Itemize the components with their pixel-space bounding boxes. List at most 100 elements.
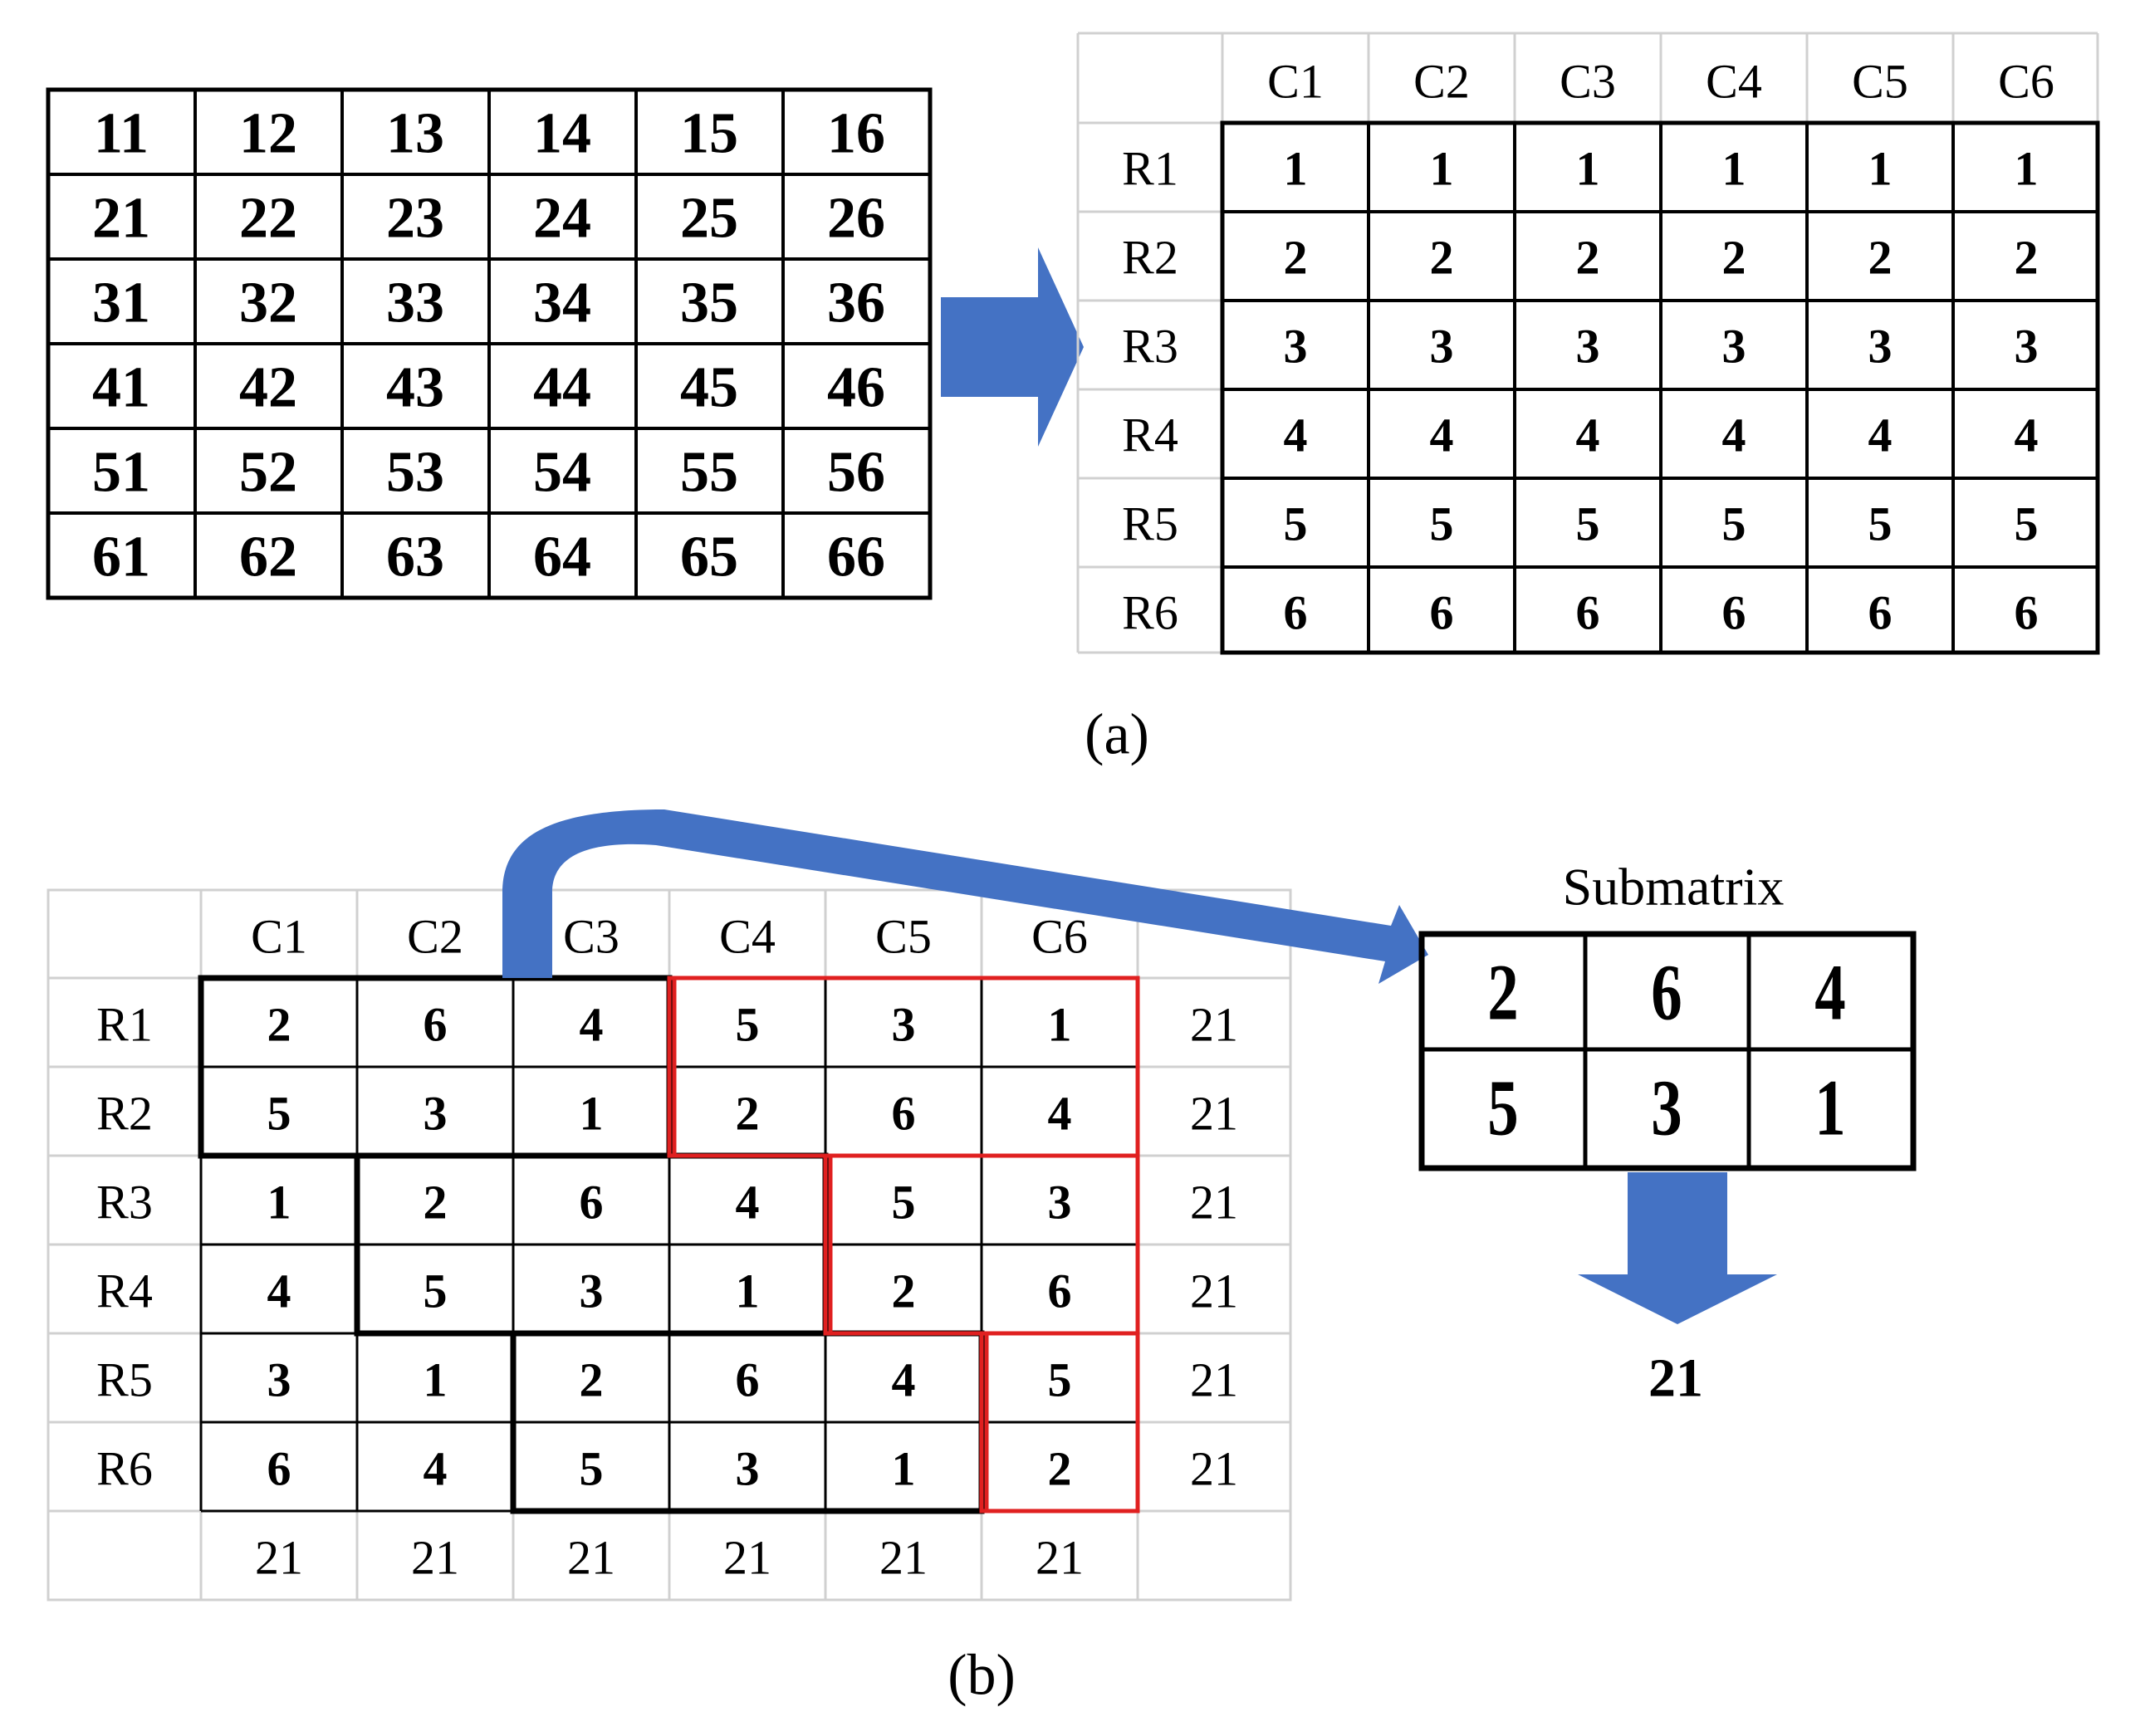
column-sum: 21	[567, 1531, 615, 1585]
submatrix-cell: 5	[1487, 1063, 1518, 1152]
source-matrix-grid	[48, 90, 930, 598]
result-cell: 4	[1576, 408, 1600, 462]
result-cell: 2	[1722, 231, 1746, 285]
row-header: R5	[96, 1353, 153, 1407]
result-cell: 3	[1722, 320, 1746, 374]
result-cell: 3	[1868, 320, 1893, 374]
result-cell: 5	[1868, 497, 1893, 551]
result-cell: 6	[1284, 586, 1308, 640]
result-cell: 1	[1576, 142, 1600, 196]
source-cell: 54	[533, 441, 591, 505]
source-cell: 12	[239, 102, 297, 166]
latin-square-cell: 2	[736, 1087, 760, 1141]
result-cell: 6	[2015, 586, 2039, 640]
result-cell: 1	[2015, 142, 2039, 196]
row-sum: 21	[1190, 1087, 1238, 1141]
result-cell: 5	[1284, 497, 1308, 551]
row-header: R4	[96, 1264, 153, 1318]
source-cell: 11	[94, 102, 149, 166]
row-sum: 21	[1190, 1353, 1238, 1407]
result-cell: 6	[1576, 586, 1600, 640]
submatrix-title: Submatrix	[1563, 858, 1785, 917]
latin-square-cell: 3	[424, 1087, 448, 1141]
latin-square-cell: 4	[892, 1353, 916, 1407]
result-cell: 3	[1430, 320, 1454, 374]
source-cell: 52	[239, 441, 297, 505]
column-sum: 21	[411, 1531, 459, 1585]
result-cell: 2	[1576, 231, 1600, 285]
result-cell: 2	[1430, 231, 1454, 285]
latin-square-cell: 5	[892, 1176, 916, 1230]
latin-square-cell: 5	[424, 1264, 448, 1318]
latin-square-cell: 6	[892, 1087, 916, 1141]
submatrix-cell: 2	[1487, 947, 1518, 1036]
source-cell: 31	[92, 271, 150, 335]
column-header: C2	[1413, 55, 1470, 109]
latin-square-cell: 6	[736, 1353, 760, 1407]
column-sum: 21	[723, 1531, 771, 1585]
column-header: C1	[1267, 55, 1324, 109]
latin-square-cell: 1	[736, 1264, 760, 1318]
latin-square-cell: 1	[267, 1176, 291, 1230]
result-cell: 2	[1868, 231, 1893, 285]
latin-square-cell: 6	[267, 1442, 291, 1496]
latin-square-cell: 1	[892, 1442, 916, 1496]
latin-square-cell: 3	[892, 998, 916, 1052]
result-matrix-grid	[1222, 123, 2098, 653]
source-cell: 66	[827, 526, 885, 589]
latin-square-cell: 2	[1048, 1442, 1072, 1496]
latin-square-cell: 4	[580, 998, 604, 1052]
column-header: C6	[1998, 55, 2054, 109]
latin-square-cell: 4	[1048, 1087, 1072, 1141]
latin-square-cell: 2	[424, 1176, 448, 1230]
submatrix-sum: 21	[1648, 1348, 1703, 1409]
row-header: R1	[1122, 142, 1178, 196]
column-header: C3	[563, 910, 619, 964]
result-cell: 4	[1868, 408, 1893, 462]
submatrix-cell: 6	[1651, 947, 1682, 1036]
column-sum: 21	[879, 1531, 928, 1585]
row-header: R6	[1122, 586, 1178, 640]
latin-square-cell: 5	[736, 998, 760, 1052]
column-sum: 21	[1036, 1531, 1084, 1585]
row-sum: 21	[1190, 998, 1238, 1052]
submatrix-cell: 1	[1814, 1063, 1845, 1152]
column-header: C5	[1852, 55, 1908, 109]
submatrix-cell: 3	[1651, 1063, 1682, 1152]
latin-square-cell: 6	[580, 1176, 604, 1230]
source-cell: 63	[386, 526, 444, 589]
source-cell: 53	[386, 441, 444, 505]
latin-square-cell: 4	[736, 1176, 760, 1230]
latin-square-cell: 5	[1048, 1353, 1072, 1407]
result-cell: 3	[2015, 320, 2039, 374]
source-cell: 64	[533, 526, 591, 589]
column-header: C1	[251, 910, 307, 964]
source-cell: 41	[92, 356, 150, 420]
source-cell: 32	[239, 271, 297, 335]
source-cell: 43	[386, 356, 444, 420]
caption-b: (b)	[948, 1644, 1016, 1708]
source-cell: 16	[827, 102, 885, 166]
column-header: C4	[1706, 55, 1762, 109]
latin-square-cell: 5	[580, 1442, 604, 1496]
column-sum: 21	[255, 1531, 303, 1585]
source-cell: 51	[92, 441, 150, 505]
row-header: R6	[96, 1442, 153, 1496]
source-cell: 24	[533, 187, 591, 251]
latin-square-cell: 1	[424, 1353, 448, 1407]
row-sum: 21	[1190, 1442, 1238, 1496]
latin-square-cell: 1	[580, 1087, 604, 1141]
source-cell: 14	[533, 102, 591, 166]
source-cell: 61	[92, 526, 150, 589]
down-arrow-icon	[1578, 1172, 1777, 1324]
source-cell: 26	[827, 187, 885, 251]
row-header: R1	[96, 998, 153, 1052]
source-cell: 33	[386, 271, 444, 335]
column-header: C3	[1560, 55, 1616, 109]
source-cell: 42	[239, 356, 297, 420]
source-cell: 23	[386, 187, 444, 251]
